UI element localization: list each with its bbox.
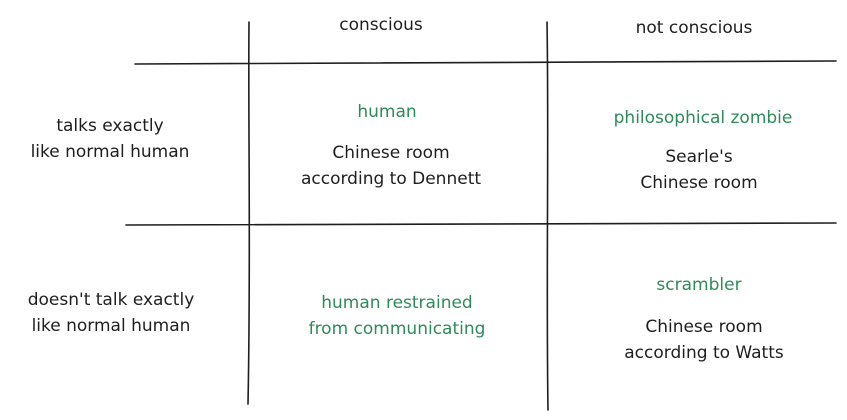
row-header-talks-line-1: talks exactly bbox=[56, 116, 164, 136]
cell-human-label: human bbox=[357, 102, 417, 122]
row-header-doesnt-talk-line-1: doesn't talk exactly bbox=[27, 290, 195, 310]
cell-chinese-room-dennett-line-1: Chinese room bbox=[332, 143, 450, 163]
cell-human-restrained-line-2: from communicating bbox=[308, 319, 486, 340]
cell-chinese-room-watts-line-1: Chinese room bbox=[645, 317, 763, 337]
cell-chinese-room-dennett: Chinese room according to Dennett bbox=[301, 140, 481, 193]
row-header-doesnt-talk: doesn't talk exactly like normal human bbox=[28, 287, 195, 340]
cell-searles-chinese-room-line-1: Searle's bbox=[665, 147, 733, 167]
horizontal-line-bottom bbox=[125, 222, 837, 226]
cell-searles-chinese-room: Searle's Chinese room bbox=[640, 144, 757, 197]
horizontal-line-top bbox=[134, 60, 837, 65]
row-header-talks: talks exactly like normal human bbox=[31, 113, 190, 166]
cell-chinese-room-watts: Chinese room according to Watts bbox=[624, 314, 783, 367]
row-header-talks-line-2: like normal human bbox=[30, 142, 190, 163]
column-header-not-conscious: not conscious bbox=[635, 18, 753, 38]
vertical-line-right bbox=[546, 21, 549, 411]
cell-scrambler-label: scrambler bbox=[656, 275, 742, 295]
column-header-conscious: conscious bbox=[339, 15, 423, 35]
row-header-doesnt-talk-line-2: like normal human bbox=[31, 316, 191, 337]
cell-chinese-room-dennett-line-2: according to Dennett bbox=[300, 169, 482, 190]
cell-chinese-room-watts-line-2: according to Watts bbox=[624, 343, 784, 364]
cell-human-restrained: human restrained from communicating bbox=[309, 290, 486, 343]
vertical-line-left bbox=[247, 21, 251, 405]
cell-human-restrained-line-1: human restrained bbox=[321, 293, 473, 313]
cell-philosophical-zombie-label: philosophical zombie bbox=[613, 108, 793, 128]
cell-searles-chinese-room-line-2: Chinese room bbox=[640, 173, 758, 194]
